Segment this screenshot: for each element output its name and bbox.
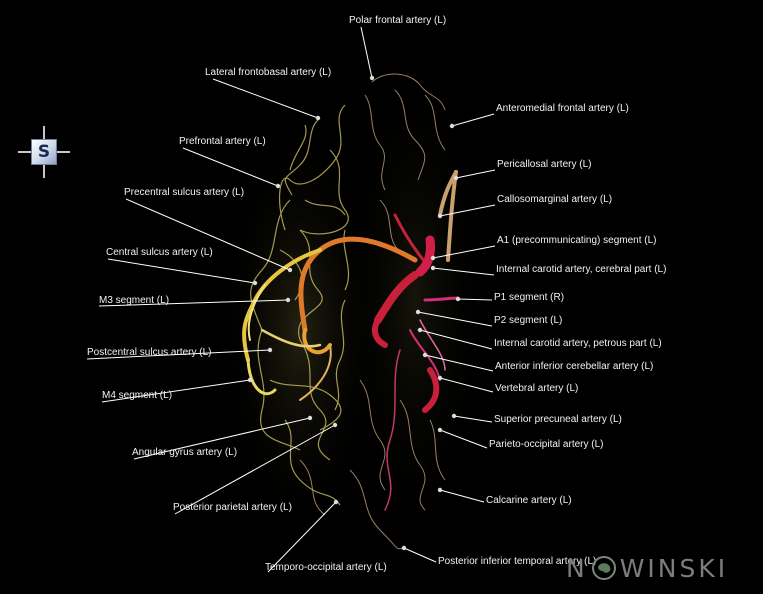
label-superior-precuneal-artery: Superior precuneal artery (L): [494, 414, 622, 425]
label-polar-frontal-artery: Polar frontal artery (L): [349, 15, 447, 26]
leader-line-precentral-sulcus: [125, 198, 291, 271]
logo-text-right: WINSKI: [619, 553, 729, 583]
leader-line-lateral-frontobasal: [212, 78, 319, 119]
leader-dot-callosomarginal: [437, 213, 443, 219]
leader-dot-angular-gyrus: [307, 415, 313, 421]
posterior-circulation-vessels: [371, 213, 460, 511]
leader-dot-p1-segment: [455, 296, 461, 302]
label-posterior-parietal-artery: Posterior parietal artery (L): [173, 502, 292, 513]
label-m4-segment: M4 segment (L): [102, 390, 173, 401]
label-a1-segment: A1 (precommunicating) segment (L): [497, 235, 657, 246]
leader-lines: [86, 26, 496, 573]
leader-dot-central-sulcus: [252, 280, 258, 286]
leader-line-parieto-occipital: [439, 429, 488, 449]
leader-dot-aica: [422, 352, 428, 358]
leader-dot-a1-segment: [430, 255, 436, 261]
leader-line-a1-segment: [432, 245, 496, 259]
label-precentral-sulcus-artery: Precentral sulcus artery (L): [124, 187, 245, 198]
leader-dot-calcarine: [437, 487, 443, 493]
label-anterior-inferior-cerebellar-artery: Anterior inferior cerebellar artery (L): [495, 361, 654, 372]
label-posterior-inferior-temporal-artery: Posterior inferior temporal artery (L): [438, 556, 597, 567]
label-vertebral-artery: Vertebral artery (L): [495, 383, 579, 394]
leader-dot-precentral-sulcus: [287, 267, 293, 273]
leader-line-prefrontal: [182, 147, 279, 187]
peripheral-vessels: [299, 73, 446, 550]
label-m3-segment: M3 segment (L): [99, 295, 170, 306]
label-angular-gyrus-artery: Angular gyrus artery (L): [132, 447, 238, 458]
leader-line-posterior-parietal: [174, 424, 336, 515]
leader-dot-ica-petrous: [417, 327, 423, 333]
leader-line-central-sulcus: [107, 258, 256, 284]
leader-line-ica-cerebral: [432, 267, 495, 276]
label-calcarine-artery: Calcarine artery (L): [486, 495, 572, 506]
leader-line-posterior-inferior-temporal: [403, 547, 437, 563]
brain-logo-icon: [591, 556, 616, 580]
middle-cerebral-vessels: [242, 236, 418, 401]
leader-line-ica-petrous: [419, 329, 493, 350]
leader-dot-anteromedial-frontal: [449, 123, 455, 129]
leader-line-angular-gyrus: [133, 417, 311, 460]
orientation-axis-up: [43, 126, 45, 139]
logo-text-left: N: [566, 553, 588, 583]
leader-line-callosomarginal: [439, 204, 496, 217]
leader-line-p1-segment: [457, 298, 493, 301]
leader-line-vertebral: [439, 377, 494, 393]
leader-dot-posterior-parietal: [332, 422, 338, 428]
anterior-cerebral-vessels: [438, 170, 458, 262]
label-parieto-occipital-artery: Parieto-occipital artery (L): [489, 439, 604, 450]
label-p1-segment: P1 segment (R): [494, 292, 565, 303]
orientation-axis-down: [43, 165, 45, 178]
leader-line-anteromedial-frontal: [451, 113, 495, 127]
leader-dot-prefrontal: [275, 183, 281, 189]
leader-dot-posterior-inferior-temporal: [401, 545, 407, 551]
leader-dot-lateral-frontobasal: [315, 115, 321, 121]
orientation-axis-right: [57, 151, 70, 153]
leader-line-postcentral-sulcus: [86, 349, 271, 360]
leader-line-superior-precuneal: [453, 415, 493, 423]
leader-dot-m4-segment: [247, 377, 253, 383]
leader-line-temporo-occipital: [267, 501, 337, 573]
leader-line-aica: [424, 354, 494, 372]
label-p2-segment: P2 segment (L): [494, 315, 563, 326]
label-ica-cerebral-part: Internal carotid artery, cerebral part (…: [496, 264, 667, 275]
label-pericallosal-artery: Pericallosal artery (L): [497, 159, 592, 170]
orientation-axis-left: [18, 151, 31, 153]
leader-dot-superior-precuneal: [451, 413, 457, 419]
leader-dot-vertebral: [437, 375, 443, 381]
nowinski-logo: N WINSKI: [566, 553, 748, 583]
leader-dot-m3-segment: [285, 297, 291, 303]
label-prefrontal-artery: Prefrontal artery (L): [179, 136, 266, 147]
leader-dot-temporo-occipital: [333, 499, 339, 505]
label-central-sulcus-artery: Central sulcus artery (L): [106, 247, 213, 258]
leader-line-p2-segment: [417, 311, 493, 327]
leader-dot-pericallosal: [453, 175, 459, 181]
leader-line-calcarine: [439, 489, 485, 503]
left-hemisphere-vessels: [250, 104, 350, 506]
leader-line-m4-segment: [101, 379, 251, 403]
leader-dot-ica-cerebral: [430, 265, 436, 271]
orientation-cube[interactable]: S: [31, 139, 57, 165]
label-ica-petrous-part: Internal carotid artery, petrous part (L…: [494, 338, 662, 349]
label-temporo-occipital-artery: Temporo-occipital artery (L): [265, 562, 387, 573]
leader-line-polar-frontal: [360, 26, 373, 79]
label-callosomarginal-artery: Callosomarginal artery (L): [497, 194, 613, 205]
leader-dot-parieto-occipital: [437, 427, 443, 433]
label-anteromedial-frontal-artery: Anteromedial frontal artery (L): [496, 103, 629, 114]
leader-dot-polar-frontal: [369, 75, 375, 81]
orientation-indicator[interactable]: S: [18, 126, 70, 178]
label-lateral-frontobasal-artery: Lateral frontobasal artery (L): [205, 67, 332, 78]
orientation-letter: S: [37, 142, 51, 162]
leader-line-m3-segment: [98, 299, 289, 307]
leader-dot-p2-segment: [415, 309, 421, 315]
label-postcentral-sulcus-artery: Postcentral sulcus artery (L): [87, 347, 212, 358]
leader-dot-postcentral-sulcus: [267, 347, 273, 353]
leader-line-pericallosal: [455, 169, 496, 179]
